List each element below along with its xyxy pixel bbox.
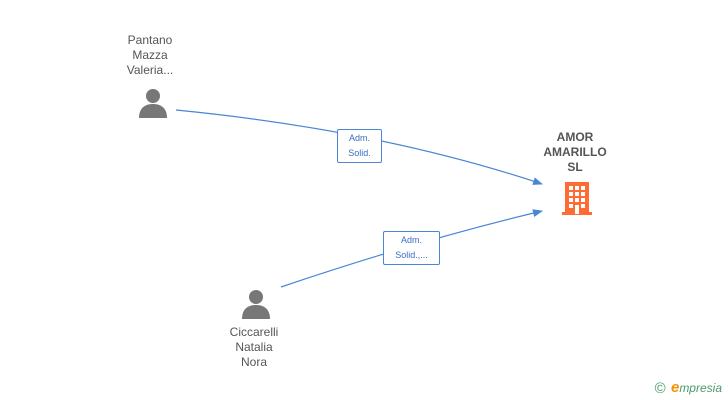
person-name-line: Mazza — [132, 48, 168, 62]
company-name-line: AMOR — [556, 130, 594, 144]
person-name-line: Pantano — [127, 33, 173, 47]
person-name-line: Natalia — [235, 340, 273, 354]
relation-label-line: Adm. — [348, 133, 370, 143]
relation-label-pantano[interactable]: Adm. Solid. — [337, 129, 382, 163]
brand-logo[interactable]: © empresia — [655, 379, 722, 397]
building-icon[interactable] — [560, 180, 594, 216]
person-name-line: Nora — [240, 355, 267, 369]
person-name-pantano[interactable]: Pantano Mazza Valeria... — [95, 33, 205, 78]
relation-label-line: Solid. — [348, 148, 371, 158]
copyright-icon: © — [654, 380, 666, 397]
person-name-line: Ciccarelli — [229, 325, 279, 339]
person-name-line: Valeria... — [126, 63, 174, 77]
relation-label-line: Adm. — [400, 235, 422, 245]
company-name-line: SL — [567, 160, 583, 174]
person-name-ciccarelli[interactable]: Ciccarelli Natalia Nora — [199, 325, 309, 370]
person-icon[interactable] — [240, 288, 272, 320]
company-name-line: AMARILLO — [543, 145, 607, 159]
company-name[interactable]: AMOR AMARILLO SL — [520, 130, 630, 175]
brand-name: mpresia — [679, 381, 722, 395]
brand-initial: e — [670, 379, 680, 396]
relation-label-ciccarelli[interactable]: Adm. Solid.,... — [383, 231, 440, 265]
relation-label-line: Solid.,... — [395, 250, 428, 260]
person-icon[interactable] — [137, 87, 169, 119]
